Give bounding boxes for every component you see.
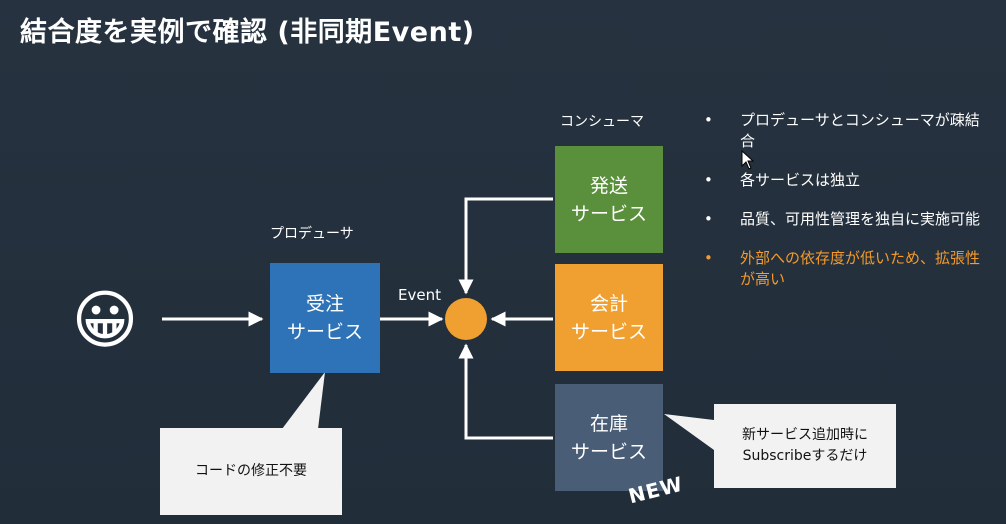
bullet-item-highlight: • 外部への依存度が低いため、拡張性が高い <box>700 248 990 290</box>
bullet-list: • プロデューサとコンシューマが疎結合 • 各サービスは独立 • 品質、可用性管理を独… <box>700 110 990 308</box>
callout-subscribe: 新サービス追加時に Subscribeするだけ <box>714 404 896 488</box>
bullet-marker: • <box>704 249 713 267</box>
bullet-text: 各サービスは独立 <box>740 171 861 189</box>
bullet-text: 品質、可用性管理を独自に実施可能 <box>740 210 981 228</box>
callout-tail-no-change <box>282 372 325 429</box>
event-bus-circle <box>445 298 487 340</box>
arrow-event-to-shipping <box>458 197 553 295</box>
inventory-service-box: 在庫 サービス <box>555 384 663 491</box>
mouse-cursor-icon <box>741 150 755 170</box>
bullet-marker: • <box>704 111 713 129</box>
callout-tail-subscribe <box>664 414 714 450</box>
bullet-marker: • <box>704 171 713 189</box>
producer-label: プロデューサ <box>270 226 354 242</box>
bullet-marker: • <box>704 210 713 228</box>
callout-no-code-change: コードの修正不要 <box>160 428 342 515</box>
bullet-text: プロデューサとコンシューマが疎結合 <box>740 111 980 150</box>
arrow-event-to-inventory <box>458 343 553 440</box>
bullet-item: • 品質、可用性管理を独自に実施可能 <box>700 209 990 230</box>
bullet-text: 外部への依存度が低いため、拡張性が高い <box>740 249 981 288</box>
consumer-label: コンシューマ <box>560 114 644 130</box>
event-label: Event <box>398 286 441 304</box>
accounting-service-box: 会計 サービス <box>555 264 663 371</box>
page-title: 結合度を実例で確認 (非同期Event) <box>20 17 475 48</box>
bullet-item: • プロデューサとコンシューマが疎結合 <box>700 110 990 152</box>
order-service-box: 受注 サービス <box>270 263 380 373</box>
smiley-emoji-icon: 😀 <box>71 284 139 358</box>
shipping-service-box: 発送 サービス <box>555 146 663 253</box>
bullet-item: • 各サービスは独立 <box>700 170 990 191</box>
